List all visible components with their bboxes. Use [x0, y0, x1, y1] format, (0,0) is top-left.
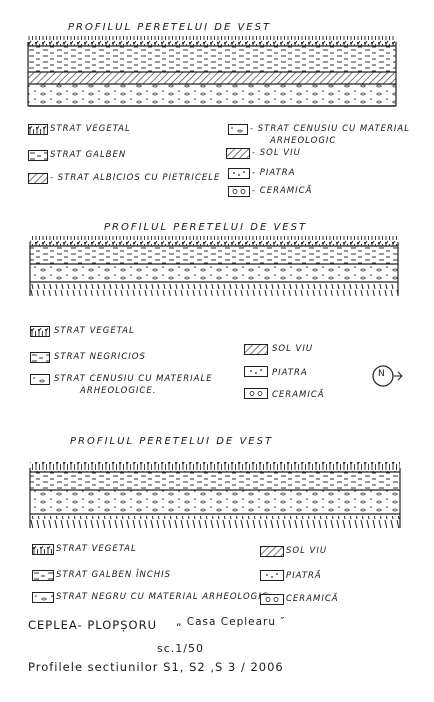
legend-swatch-negricios	[30, 352, 50, 363]
north-arrow	[372, 365, 403, 387]
layer-vegetal-1	[28, 36, 396, 46]
layer-cenusiu-2	[30, 264, 398, 280]
legend-swatch-solviu	[226, 148, 250, 159]
section-1-title: PROFILUL PERETELUI DE VEST	[68, 22, 272, 33]
legend-label-piatra: - PIATRA	[252, 168, 296, 178]
layer-solviu-3	[30, 516, 400, 528]
scale-label: sc.1/50	[157, 642, 204, 655]
caption: Profilele sectiunilor S1, S2 ,S 3 / 2006	[28, 660, 284, 674]
layer-cenusiu-1	[28, 84, 396, 106]
legend-swatch-galben	[28, 150, 48, 161]
north-label: N	[378, 369, 386, 379]
legend-swatch-piatra	[260, 570, 284, 581]
legend-label-vegetal: STRAT VEGETAL	[50, 124, 131, 134]
legend-swatch-cenusiu	[30, 374, 50, 385]
legend-label-piatra: PIATRĂ	[286, 571, 322, 581]
legend-label-albicios: - STRAT ALBICIOS CU PIETRICELE	[50, 173, 221, 183]
layer-negricios-2	[30, 246, 398, 264]
legend-label-cenusiu: STRAT CENUSIU CU MATERIALE	[54, 374, 213, 384]
layer-vegetal-2	[30, 236, 398, 246]
legend-label-ceramica: - CERAMICĂ	[252, 186, 313, 196]
legend-label-cenusiu: - STRAT CENUSIU CU MATERIAL	[250, 124, 410, 134]
legend-label-solviu: SOL VIU	[286, 546, 328, 556]
site-name: CEPLEA- PLOPȘORU	[28, 618, 158, 632]
legend-label-ceramica: CERAMICĂ	[286, 594, 339, 604]
legend-label-cenusiu-2: ARHEOLOGICE.	[80, 386, 157, 396]
legend-label-piatra: PIATRA	[272, 368, 308, 378]
legend-label-negru: STRAT NEGRU CU MATERIAL ARHEOLOGIC	[56, 592, 269, 602]
legend-label-solviu: SOL VIU	[272, 344, 314, 354]
layer-vegetal-3	[30, 462, 400, 472]
legend-swatch-albicios	[28, 173, 48, 184]
legend-swatch-solviu	[260, 546, 284, 557]
legend-label-galben: STRAT GALBEN ÎNCHIS	[56, 570, 172, 580]
section-3-title: PROFILUL PERETELUI DE VEST	[70, 436, 274, 447]
legend-label-galben: STRAT GALBEN	[50, 150, 127, 160]
profile-3	[29, 462, 401, 528]
legend-swatch-vegetal	[28, 124, 48, 135]
legend-swatch-galben	[32, 570, 54, 581]
legend-label-vegetal: STRAT VEGETAL	[54, 326, 135, 336]
layer-solviu-2	[30, 284, 398, 296]
legend-swatch-ceramica	[228, 186, 250, 197]
profile-2	[29, 236, 399, 296]
legend-swatch-piatra	[228, 168, 250, 179]
layer-galben-3	[30, 472, 400, 490]
legend-label-negricios: STRAT NEGRICIOS	[54, 352, 146, 362]
legend-swatch-negru	[32, 592, 54, 603]
layer-negru-3	[30, 490, 400, 514]
house-name: „ Casa Ceplearu ″	[176, 616, 286, 628]
legend-swatch-ceramica	[244, 388, 268, 399]
legend-swatch-piatra	[244, 366, 268, 377]
legend-label-cenusiu-2: ARHEOLOGIC	[270, 136, 337, 146]
layer-albicios-1	[28, 72, 396, 84]
layer-galben-1	[28, 46, 396, 72]
section-2-title: PROFILUL PERETELUI DE VEST	[104, 222, 308, 233]
legend-label-ceramica: CERAMICĂ	[272, 390, 325, 400]
legend-swatch-vegetal	[32, 544, 54, 555]
legend-label-vegetal: STRAT VEGETAL	[56, 544, 137, 554]
legend-swatch-vegetal	[30, 326, 50, 337]
legend-label-solviu: - SOL VIU	[252, 148, 301, 158]
legend-swatch-solviu	[244, 344, 268, 355]
profile-1	[27, 36, 397, 107]
legend-swatch-cenusiu	[228, 124, 248, 135]
legend-swatch-ceramica	[260, 594, 284, 605]
